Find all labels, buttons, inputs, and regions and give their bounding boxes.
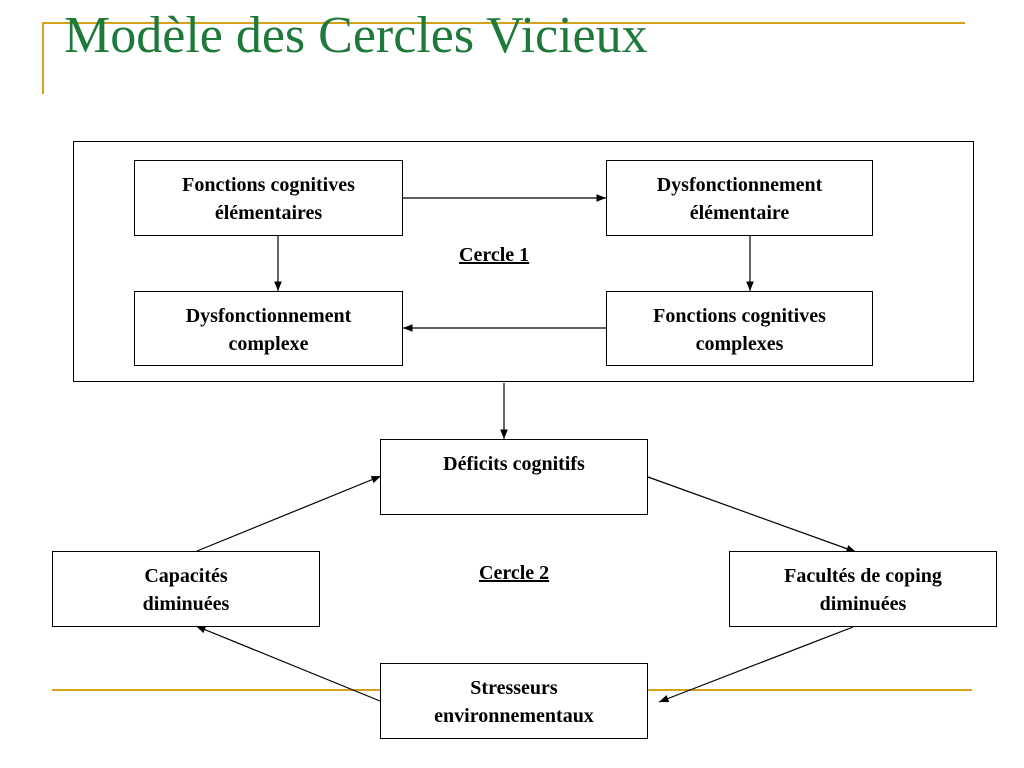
cercle-2-label: Cercle 2 [479, 562, 550, 584]
box-line: élémentaire [689, 202, 790, 224]
box-deficits-cognitifs: Déficits cognitifs [380, 439, 648, 515]
arrow-capacites-to-deficits [196, 475, 382, 552]
box-fonctions-cognitives-complexes: Fonctions cognitives complexes [606, 291, 873, 366]
cercle-1-label: Cercle 1 [459, 244, 530, 266]
box-facultes-coping-diminuees: Facultés de coping diminuées [729, 551, 997, 627]
slide-title: Modèle des Cercles Vicieux [64, 7, 648, 64]
box-line: Fonctions cognitives [653, 305, 826, 327]
box-line: Stresseurs [470, 677, 558, 699]
box-line: Dysfonctionnement [185, 305, 352, 327]
box-line: complexes [695, 333, 784, 355]
box-line: Facultés de coping [784, 565, 942, 587]
box-dysfonctionnement-elementaire: Dysfonctionnement élémentaire [606, 160, 873, 236]
box-dysfonctionnement-complexe: Dysfonctionnement complexe [134, 291, 403, 366]
box-line: diminuées [819, 593, 907, 615]
title-accent-vertical-line [42, 22, 44, 94]
box-line: Dysfonctionnement [656, 174, 823, 196]
box-line: Fonctions cognitives [182, 174, 355, 196]
box-line: environnementaux [434, 705, 594, 727]
arrow-deficits-to-coping [647, 476, 857, 553]
box-fonctions-cognitives-elementaires: Fonctions cognitives élémentaires [134, 160, 403, 236]
title-accent-horizontal-line [42, 22, 965, 24]
arrow-coping-to-stresseurs [658, 626, 854, 703]
box-line: Capacités [144, 565, 228, 587]
box-line: Déficits cognitifs [443, 453, 585, 475]
box-line: élémentaires [214, 202, 323, 224]
cercle-1-frame [73, 141, 974, 382]
box-capacites-diminuees: Capacités diminuées [52, 551, 320, 627]
box-line: complexe [228, 333, 309, 355]
arrow-stresseurs-to-capacites [195, 625, 381, 702]
box-stresseurs-environnementaux: Stresseurs environnementaux [380, 663, 648, 739]
box-line: diminuées [142, 593, 230, 615]
